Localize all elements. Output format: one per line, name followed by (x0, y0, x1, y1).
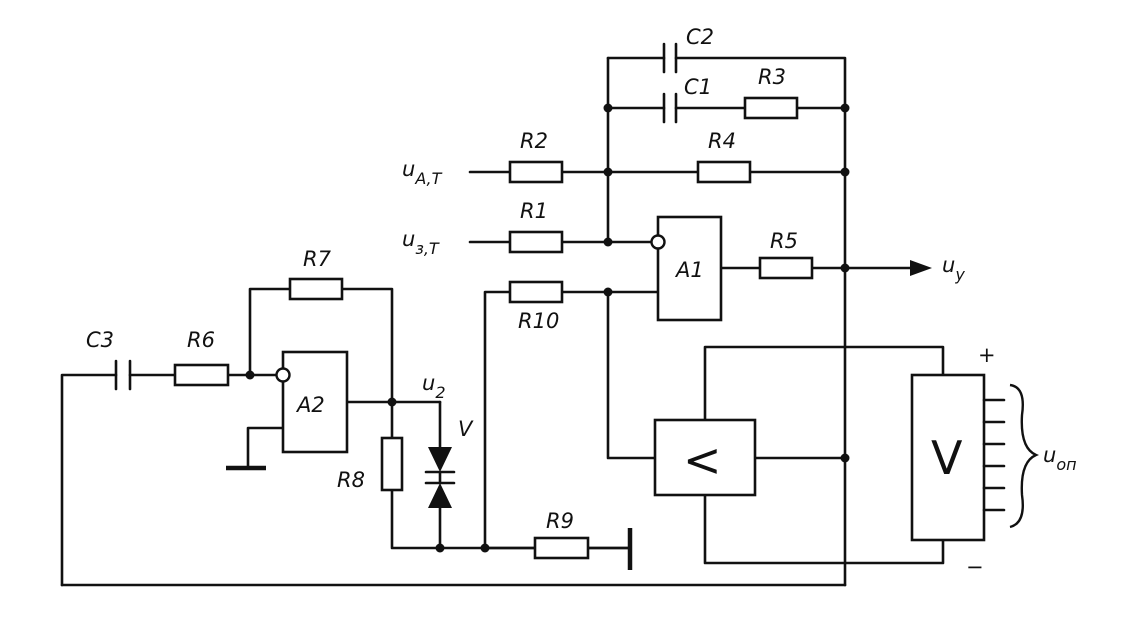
resistors (173, 96, 814, 560)
label-r1: R1 (520, 199, 548, 223)
capacitor-c2 (662, 42, 678, 74)
label-r7: R7 (303, 247, 332, 271)
capacitors (114, 42, 678, 391)
resistor-r1 (508, 230, 564, 254)
output-label-uy: uy (942, 253, 965, 284)
minus-sign: − (966, 555, 984, 579)
label-c3: C3 (86, 328, 114, 352)
resistor-r5 (758, 256, 814, 280)
opamp-a1 (656, 215, 723, 322)
opamp-a2 (281, 350, 349, 454)
plus-sign: + (978, 343, 996, 367)
label-r6: R6 (187, 328, 215, 352)
label-r4: R4 (708, 129, 736, 153)
label-a2: A2 (295, 393, 325, 417)
resistor-r10 (508, 280, 564, 304)
label-r8: R8 (337, 468, 365, 492)
label-r3: R3 (758, 65, 786, 89)
label-v: V (458, 417, 474, 441)
label-c1: C1 (684, 75, 712, 99)
label-r10: R10 (518, 309, 559, 333)
label-a1: A1 (674, 258, 704, 282)
capacitor-c3 (114, 359, 132, 391)
resistor-r3 (743, 96, 799, 120)
junctions (245, 103, 850, 553)
input-label-ua: uA,T (402, 157, 443, 188)
resistor-r6 (173, 363, 230, 387)
resistor-r2 (508, 160, 564, 184)
label-r5: R5 (770, 229, 798, 253)
input-label-uz: uз,T (402, 227, 440, 258)
zener-diode-v (424, 447, 456, 508)
label-uop: uоп (1043, 443, 1077, 474)
label-r9: R9 (546, 509, 574, 533)
resistor-r8 (380, 436, 404, 492)
wires (60, 56, 945, 587)
source-symbol: V (931, 431, 963, 485)
capacitor-c1 (662, 92, 678, 124)
comparator-symbol: < (683, 433, 722, 487)
resistor-r7 (288, 277, 344, 301)
reference-outputs (982, 383, 1039, 529)
label-u2: u2 (422, 371, 446, 402)
label-c2: C2 (686, 25, 714, 49)
resistor-r4 (696, 160, 752, 184)
brace-icon (1009, 383, 1039, 529)
inverting-input-a2-icon (275, 367, 291, 383)
reference-source-block (910, 373, 986, 542)
comparator-block (653, 418, 757, 497)
inverting-input-a1-icon (650, 234, 666, 250)
resistor-r9 (533, 536, 590, 560)
label-r2: R2 (520, 129, 548, 153)
